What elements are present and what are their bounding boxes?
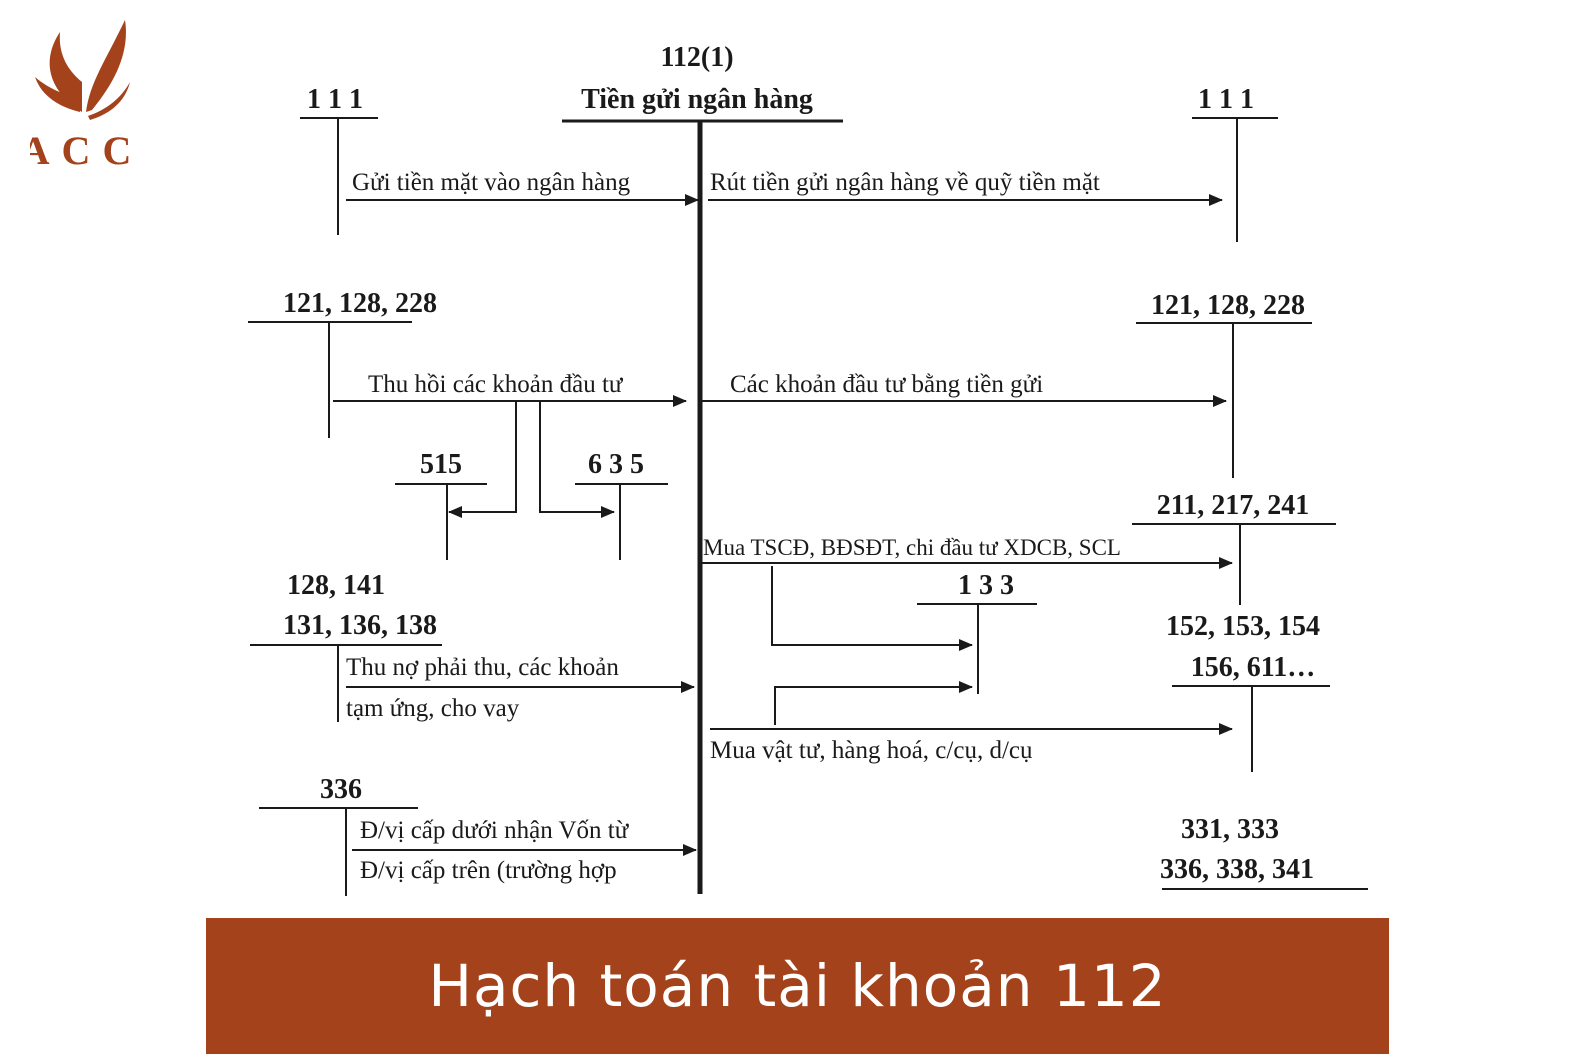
left-account-receivables-line2: 131, 136, 138	[283, 610, 437, 641]
account-133: 1 3 3	[958, 570, 1014, 601]
acc-logo: ACC	[21, 12, 140, 173]
account-515: 515	[420, 449, 462, 480]
recover-investments-label: Thu hồi các khoản đầu tư	[368, 371, 624, 398]
left-account-capital: 336	[320, 774, 362, 805]
right-account-payables-line2: 336, 338, 341	[1160, 854, 1314, 885]
right-account-111: 1 1 1	[1198, 84, 1254, 115]
collect-receivables-label-line2: tạm ứng, cho vay	[346, 695, 520, 722]
to-635-arrow	[539, 401, 615, 518]
withdraw-cash-label: Rút tiền gửi ngân hàng về quỹ tiền mặt	[710, 169, 1100, 196]
deposit-cash-label: Gửi tiền mặt vào ngân hàng	[352, 169, 631, 196]
invest-deposits-label: Các khoản đầu tư bằng tiền gửi	[730, 371, 1043, 398]
right-account-investments: 121, 128, 228	[1151, 290, 1305, 321]
fixed-assets-vat-arrow	[771, 566, 973, 651]
left-account-111: 1 1 1	[307, 84, 363, 115]
banner-title: Hạch toán tài khoản 112	[428, 952, 1167, 1020]
flame-logo-icon: ACC	[21, 20, 140, 173]
right-account-fixed-assets: 211, 217, 241	[1157, 490, 1309, 521]
title-banner: Hạch toán tài khoản 112	[206, 918, 1389, 1054]
receive-capital-label-line2: Đ/vị cấp trên (trường hợp	[360, 857, 617, 884]
receive-capital-label-line1: Đ/vị cấp dưới nhận Vốn từ	[360, 817, 630, 844]
to-515-arrow	[448, 401, 517, 518]
right-account-inventory-line1: 152, 153, 154	[1166, 611, 1320, 642]
collect-receivables-label-line1: Thu nợ phải thu, các khoản	[346, 654, 619, 681]
right-account-payables-line1: 331, 333	[1181, 814, 1279, 845]
logo-text: ACC	[30, 128, 140, 172]
account-635: 6 3 5	[588, 449, 644, 480]
materials-vat-arrow	[774, 681, 973, 725]
t-account-diagram: 112(1) Tiền gửi ngân hàng 1 1 1 Gửi tiền…	[248, 42, 1368, 896]
buy-materials-label: Mua vật tư, hàng hoá, c/cụ, d/cụ	[710, 737, 1033, 764]
left-account-receivables-line1: 128, 141	[287, 570, 385, 601]
left-account-investments: 121, 128, 228	[283, 288, 437, 319]
right-account-inventory-line2: 156, 611…	[1191, 652, 1315, 683]
buy-fixed-assets-label: Mua TSCĐ, BĐSĐT, chi đầu tư XDCB, SCL	[703, 535, 1121, 560]
center-account-code: 112(1)	[660, 42, 733, 73]
center-account-name: Tiền gửi ngân hàng	[581, 84, 813, 115]
